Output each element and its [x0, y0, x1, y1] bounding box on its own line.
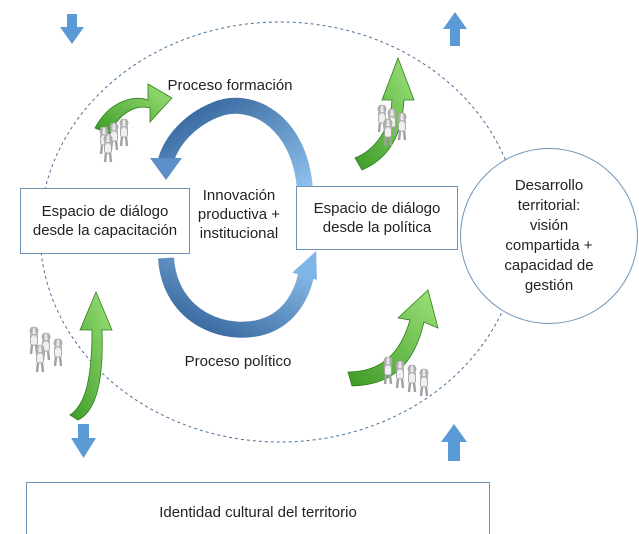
team-arrow-icon-top-left [94, 83, 173, 164]
political-process-label: Proceso político [184, 353, 292, 370]
innovation-label: Innovación productiva + institucional [197, 187, 281, 242]
team-arrow-icon-top-right [354, 56, 415, 171]
formation-cycle-arrowhead [150, 158, 182, 180]
team-arrow-icon-bottom-right [347, 289, 439, 398]
political-cycle-arrow [158, 257, 314, 338]
policy-dialogue-box: Espacio de diálogo desde la política [296, 186, 458, 250]
training-dialogue-box: Espacio de diálogo desde la capacitación [20, 188, 190, 254]
blue-down-arrow-bottom-left [71, 424, 96, 458]
blue-up-arrow-top-right [443, 12, 467, 46]
formation-process-label: Proceso formación [167, 77, 293, 94]
blue-up-arrow-bottom-right [441, 424, 467, 461]
territorial-development-circle: Desarrollo territorial: visión compartid… [460, 148, 638, 324]
formation-cycle-arrow [158, 97, 313, 191]
team-arrow-icon-bottom-left [28, 290, 113, 421]
blue-down-arrow-top-left [60, 14, 84, 44]
cultural-identity-box: Identidad cultural del territorio [26, 482, 490, 534]
political-cycle-arrowhead [292, 250, 317, 280]
